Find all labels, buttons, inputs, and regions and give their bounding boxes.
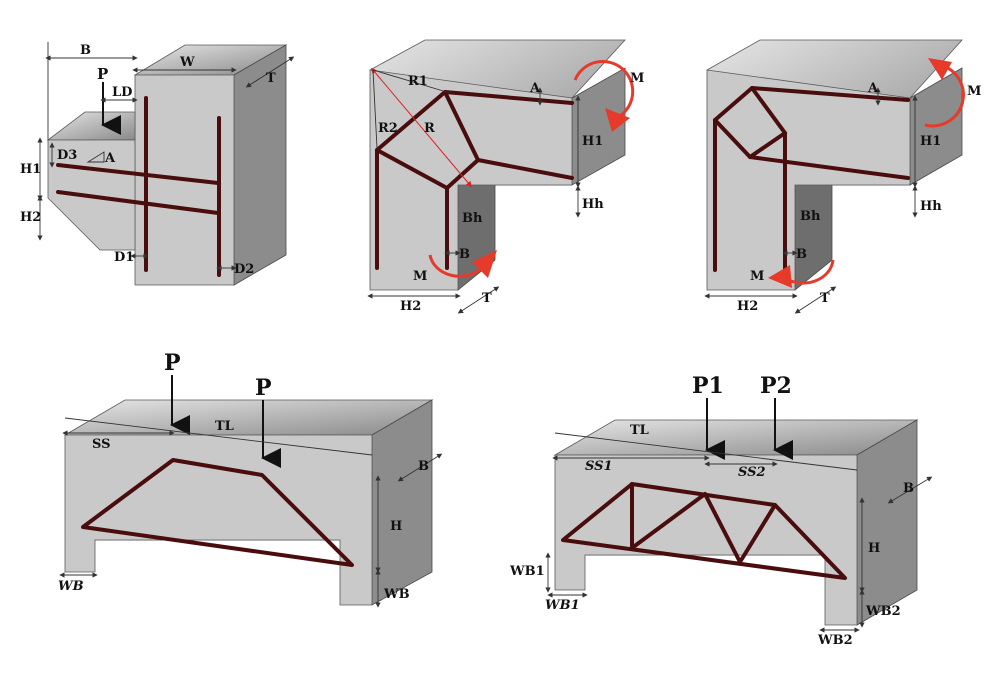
knee1-label-R1: R1 (408, 74, 428, 89)
corbel-label-H2: H2 (20, 210, 41, 225)
beam1-rebar-strut (81, 458, 354, 567)
beam1-front (64, 434, 373, 606)
corbel-label-D3: D3 (57, 148, 77, 163)
beam1-top (63, 399, 434, 436)
corbel-label-A: A (104, 151, 116, 166)
knee1-label-Hh: Hh (582, 197, 604, 212)
knee1-dim-R2 (372, 69, 378, 149)
knee2-rebar-inner (748, 131, 910, 272)
corbel-label-LD: LD (112, 85, 132, 100)
knee1-dim-R (371, 67, 472, 188)
deep-beam-single: P P SS TL B H WB WB (58, 350, 443, 608)
knee2-rebar-diag-b (750, 86, 787, 135)
knee-joint-closing: R1 R2 R A M M H1 Hh Bh B H2 T (367, 39, 644, 314)
corbel-label-D2: D2 (234, 262, 254, 277)
beam2-end (856, 419, 918, 626)
beam2-label-WB1-vert: WB1 (509, 564, 545, 579)
corbel-rebar-top (56, 163, 220, 185)
knee2-label-A: A (867, 81, 879, 96)
knee1-dim-R1 (372, 69, 451, 94)
beam1-label-TL: TL (215, 419, 234, 434)
beam2-label-P1: P1 (692, 373, 724, 399)
beam1-label-P2: P (255, 375, 272, 401)
beam1-end (371, 399, 433, 606)
beam2-label-SS1: SS1 (585, 459, 613, 474)
knee1-label-T: T (482, 291, 492, 306)
beam2-label-WB1-horiz: WB1 (545, 598, 580, 613)
beam1-label-H: H (390, 519, 402, 534)
beam2-label-TL: TL (630, 423, 649, 438)
corbel-label-H1: H1 (20, 162, 41, 177)
knee2-label-B: B (796, 247, 807, 262)
knee1-label-H2: H2 (400, 299, 421, 314)
corbel-label-D1: D1 (114, 250, 134, 265)
beam2-label-P2: P2 (760, 373, 792, 399)
knee1-label-R2: R2 (378, 121, 398, 136)
beam2-dim-TL (554, 432, 858, 471)
beam1-label-B: B (418, 459, 429, 474)
knee2-label-T: T (820, 291, 830, 306)
knee2-moment-bottom-head (768, 265, 792, 288)
knee2-label-H2: H2 (737, 299, 758, 314)
knee1-label-M-top: M (630, 71, 644, 86)
beam1-label-P1: P (164, 350, 181, 376)
corbel-label-T: T (266, 71, 276, 86)
beam2-rebar-d2 (703, 492, 742, 564)
beam2-top (553, 419, 919, 456)
knee1-moment-bottom (428, 254, 484, 278)
knee1-label-Bh: Bh (462, 211, 483, 226)
knee2-label-Hh: Hh (920, 199, 942, 214)
beam1-label-WB-right: WB (383, 587, 410, 602)
beam2-label-WB2-horiz: WB2 (817, 633, 853, 648)
beam2-rebar-d3 (738, 503, 777, 564)
knee1-moment-top-head (605, 108, 630, 132)
corbel-column-side (233, 44, 287, 286)
knee2-label-Bh: Bh (800, 209, 821, 224)
beam2-label-B: B (903, 481, 914, 496)
knee1-moment-top (573, 59, 635, 122)
beam2-rebar-d1 (630, 492, 707, 550)
knee1-label-H1: H1 (582, 134, 603, 149)
knee2-label-H1: H1 (920, 134, 941, 149)
corbel-angle-icon (86, 151, 105, 163)
beam2-dim-B (887, 476, 933, 504)
knee2-moment-top-head (928, 58, 952, 80)
knee2-moment-bottom (784, 259, 835, 285)
beam2-front (554, 454, 858, 626)
knee2-moment-top (924, 63, 965, 128)
corbel-rebar-bottom (56, 190, 220, 215)
corbel-dim-T (245, 56, 295, 88)
corbel-label-P: P (97, 65, 108, 83)
knee1-moment-bottom-head (472, 250, 497, 278)
corbel-ledge-top (46, 111, 136, 141)
knee2-front (706, 69, 911, 291)
knee2-label-M-bottom: M (750, 269, 764, 284)
knee2-rebar-outer (713, 86, 910, 272)
beam1-dim-TL (64, 417, 373, 456)
knee2-label-M-top: M (967, 84, 981, 99)
knee1-label-A: A (529, 81, 541, 96)
beam1-label-SS: SS (92, 437, 111, 452)
beam2-label-H: H (868, 541, 880, 556)
corbel-specimen: P B W T LD D3 A H1 H2 D1 D2 (20, 42, 295, 286)
knee1-label-M-bottom: M (413, 269, 427, 284)
corbel-label-W: W (179, 55, 195, 70)
knee2-rebar-diag-a (713, 118, 752, 159)
beam2-label-WB2-vert: WB2 (865, 604, 901, 619)
corbel-label-B: B (80, 43, 91, 58)
beam1-dim-B (397, 453, 443, 482)
knee1-label-R: R (424, 121, 435, 136)
knee1-dim-T (457, 286, 500, 314)
beam2-label-SS2: SS2 (738, 465, 766, 480)
knee-joint-opening: A M M H1 Hh Bh B H2 T (704, 39, 981, 314)
knee1-label-B: B (459, 247, 470, 262)
beam1-label-WB-left: WB (58, 579, 84, 594)
knee2-dim-T (794, 286, 837, 314)
deep-beam-truss: P1 P2 TL SS1 SS2 B H WB1 WB1 WB2 WB2 (509, 373, 933, 648)
